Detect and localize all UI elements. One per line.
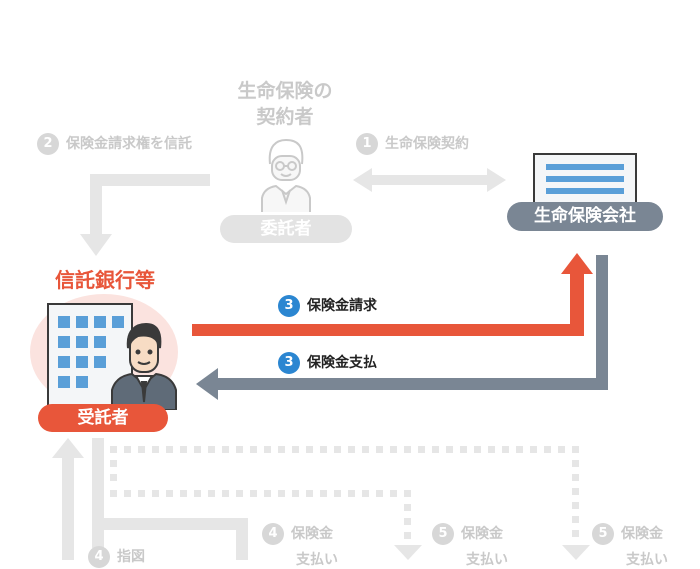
step5a-label: 5 保険金 支払い (432, 523, 508, 569)
step3-request-text: 保険金請求 (307, 298, 377, 314)
step3-payment-label: 3 保険金支払 (278, 352, 377, 374)
step4-payment-line1: 保険金 (291, 526, 333, 542)
step4-payment-line2: 支払い (296, 552, 338, 568)
step5a-line1: 保険金 (461, 526, 503, 542)
step5a-number: 5 (432, 523, 454, 545)
insurance-company-label: 生命保険会社 (507, 202, 663, 231)
trustee-label: 受託者 (38, 404, 168, 432)
contractor-title-line1: 生命保険の (237, 80, 333, 102)
step3-request-number: 3 (278, 295, 300, 317)
step3-payment-number: 3 (278, 352, 300, 374)
instruction-arrow (52, 438, 84, 560)
step5b-line2: 支払い (626, 552, 668, 568)
step1-number: 1 (356, 133, 378, 155)
step5b-line1: 保険金 (621, 526, 663, 542)
step2-text: 保険金請求権を信託 (66, 136, 192, 152)
step3-request-label: 3 保険金請求 (278, 295, 377, 317)
trust-elbow-arrow (80, 174, 210, 256)
contractor-title-line2: 契約者 (256, 106, 314, 128)
insurance-company-building-icon (533, 153, 637, 210)
step3-payment-text: 保険金支払 (307, 355, 377, 371)
businessman-icon (111, 322, 177, 410)
step4-number: 4 (88, 546, 110, 568)
step5b-label: 5 保険金 支払い (592, 523, 668, 569)
trust-bank-title: 信託銀行等 (55, 268, 155, 292)
step4-payment-number: 4 (262, 523, 284, 545)
step1-text: 生命保険契約 (385, 136, 469, 152)
trust-bank-illustration (30, 294, 178, 410)
claim-request-arrow (192, 253, 593, 336)
step4-label: 4 指図 (88, 546, 145, 568)
claim-payment-arrow (196, 255, 608, 400)
contractor-label: 委託者 (220, 215, 352, 243)
bank-building-icon (47, 303, 133, 409)
contract-double-arrow (353, 168, 506, 192)
step5a-line2: 支払い (466, 552, 508, 568)
step4-payment-label: 4 保険金 支払い (262, 523, 338, 569)
contractor-person-icon (261, 138, 311, 212)
step2-label: 2 保険金請求権を信託 (37, 133, 192, 155)
step1-label: 1 生命保険契約 (356, 133, 469, 155)
step4-text: 指図 (117, 549, 145, 565)
payment-dotted-lines (110, 446, 590, 560)
step2-number: 2 (37, 133, 59, 155)
payment-solid-line (92, 438, 248, 560)
step5b-number: 5 (592, 523, 614, 545)
